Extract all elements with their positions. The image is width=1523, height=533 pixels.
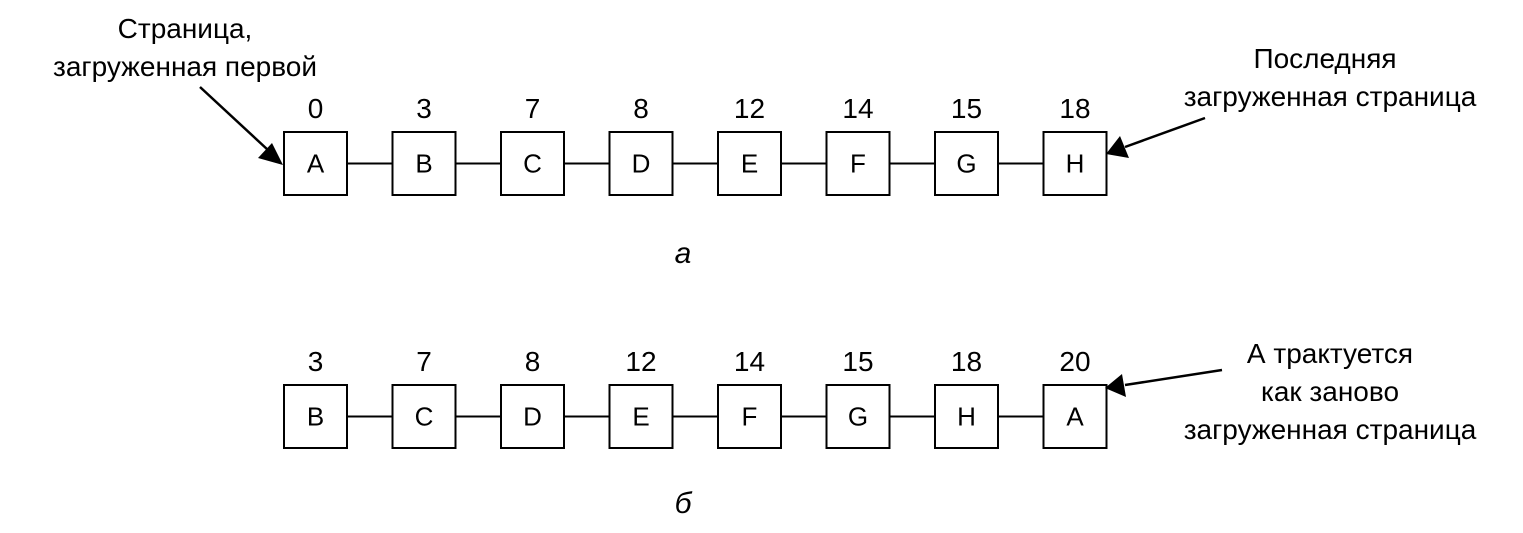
panel-a-load-time: 0 xyxy=(308,93,324,124)
panel-b-load-time: 12 xyxy=(625,346,656,377)
panel-b-page-box xyxy=(717,384,782,449)
panel-a-caption: а xyxy=(675,237,692,270)
first-loaded-note-line-1: Страница, xyxy=(118,13,253,44)
panel-a-page-box xyxy=(500,131,565,196)
last-loaded-arrow-shaft xyxy=(1124,116,1206,149)
panel-b-load-time: 3 xyxy=(308,346,324,377)
panel-b-load-time: 7 xyxy=(416,346,432,377)
first-loaded-note-line-2: загруженная первой xyxy=(53,51,317,82)
panel-a-page-letter: E xyxy=(741,149,758,179)
first-loaded-arrow-head xyxy=(258,143,283,165)
last-loaded-note-line-2: загруженная страница xyxy=(1184,81,1477,112)
panel-b-page-letter: G xyxy=(848,402,868,432)
panel-a-page-letter: F xyxy=(850,149,866,179)
panel-b-load-time: 14 xyxy=(734,346,765,377)
panel-a-page-box xyxy=(1042,131,1108,196)
panel-b-page-letter: B xyxy=(307,402,324,432)
panel-b: B 3C 7D 8E 12F 14G 15H 18A 20 А трактуется как з… xyxy=(283,338,1477,520)
panel-b-page-box xyxy=(500,384,565,449)
panel-b-page-box xyxy=(1042,384,1108,449)
last-loaded-arrow-head xyxy=(1106,136,1129,158)
panel-b-page-letter: C xyxy=(415,402,434,432)
panel-b-caption: б xyxy=(675,487,693,520)
panel-a-page-box xyxy=(717,131,782,196)
panel-a-load-time: 14 xyxy=(842,93,873,124)
panel-a-page-box xyxy=(391,131,457,196)
panel-b-load-time: 20 xyxy=(1059,346,1090,377)
first-loaded-arrow-shaft xyxy=(199,86,269,151)
panel-b-load-time: 15 xyxy=(842,346,873,377)
panel-a-load-time: 7 xyxy=(525,93,541,124)
last-loaded-note-line-1: Последняя xyxy=(1253,43,1396,74)
panel-b-page-letter: H xyxy=(957,402,976,432)
panel-b-load-time: 8 xyxy=(525,346,541,377)
panel-a-load-time: 8 xyxy=(633,93,649,124)
panel-a-load-time: 12 xyxy=(734,93,765,124)
reloaded-arrow-head xyxy=(1105,374,1126,397)
panel-a-page-box xyxy=(825,131,891,196)
panel-a-page-box xyxy=(934,131,999,196)
panel-b-page-letter: D xyxy=(523,402,542,432)
panel-b-page-box xyxy=(934,384,999,449)
panel-a-load-time: 18 xyxy=(1059,93,1090,124)
panel-b-page-box xyxy=(608,384,674,449)
panel-a-page-letter: C xyxy=(523,149,542,179)
panel-a-page-box xyxy=(608,131,674,196)
panel-b-page-letter: E xyxy=(632,402,649,432)
panel-a-page-letter: D xyxy=(632,149,651,179)
panel-b-pages: B 3C 7D 8E 12F 14G 15H 18A 20 xyxy=(283,346,1108,449)
panel-a-page-letter: G xyxy=(956,149,976,179)
panel-b-load-time: 18 xyxy=(951,346,982,377)
reloaded-arrow-shaft xyxy=(1124,368,1223,387)
panel-b-page-box xyxy=(283,384,348,449)
panel-a: A 0B 3C 7D 8E 12F 14G 15H 18 Страница, загруженн… xyxy=(53,13,1477,270)
panel-b-page-letter: A xyxy=(1066,402,1084,432)
panel-b-page-letter: F xyxy=(742,402,758,432)
panel-a-load-time: 15 xyxy=(951,93,982,124)
reloaded-note-line-3: загруженная страница xyxy=(1184,414,1477,445)
panel-a-page-letter: H xyxy=(1066,149,1085,179)
reloaded-note-line-1: А трактуется xyxy=(1247,338,1413,369)
panel-a-page-box xyxy=(283,131,348,196)
panel-a-pages: A 0B 3C 7D 8E 12F 14G 15H 18 xyxy=(283,93,1108,196)
panel-a-page-letter: A xyxy=(307,149,325,179)
panel-a-page-letter: B xyxy=(415,149,432,179)
panel-b-page-box xyxy=(825,384,891,449)
reloaded-note-line-2: как заново xyxy=(1261,376,1399,407)
panel-a-load-time: 3 xyxy=(416,93,432,124)
panel-b-page-box xyxy=(391,384,457,449)
